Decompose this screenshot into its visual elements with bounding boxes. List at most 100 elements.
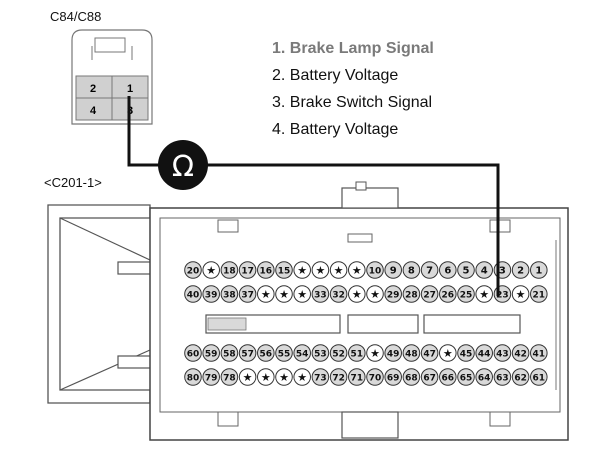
c201-pin-cavity — [493, 344, 512, 362]
c201-pin-label: ★ — [352, 288, 362, 301]
c201-pin-cavity — [511, 261, 530, 279]
c201-pin-label: 26 — [442, 291, 455, 301]
connector-c84-title: C84/C88 — [50, 9, 102, 24]
c201-pin-label: 49 — [387, 350, 400, 360]
c201-pin-label: 48 — [405, 350, 418, 360]
c201-pin-label: 66 — [442, 374, 455, 384]
c201-pin-label: 27 — [423, 291, 436, 301]
c201-pin-cavity — [439, 261, 457, 279]
c201-pin-cavity — [275, 261, 293, 279]
c201-pin-cavity — [348, 261, 366, 279]
c201-pin-cavity — [439, 368, 457, 386]
legend-item-4: 4. Battery Voltage — [272, 121, 399, 138]
c201-pin-label: 2 — [517, 266, 524, 277]
c201-pin-label: ★ — [370, 288, 380, 301]
c201-pin-label: 44 — [478, 350, 491, 360]
c201-pin-label: 20 — [187, 267, 200, 277]
c201-pin-cavity — [402, 368, 421, 386]
c201-pin-label: 43 — [496, 350, 509, 360]
c201-pin-label: 80 — [187, 374, 200, 384]
c201-pin-cavity — [475, 368, 494, 386]
c201-pin-label: ★ — [297, 288, 307, 301]
c201-pin-label: 61 — [533, 374, 546, 384]
c201-pin-label: 69 — [387, 374, 400, 384]
c201-pin-cavity — [202, 261, 220, 279]
c201-pin-label: ★ — [279, 371, 289, 384]
c201-pin-label: 37 — [241, 291, 254, 301]
c201-pin-cavity — [366, 344, 384, 362]
c201-pin-cavity — [184, 261, 202, 279]
c201-pin-cavity — [202, 368, 220, 386]
c201-pin-cavity — [293, 344, 312, 362]
c201-pin-label: 7 — [426, 266, 433, 277]
c201-pin-label: 33 — [314, 291, 327, 301]
c201-pin-label: 6 — [444, 266, 451, 277]
c201-pin-cavity — [384, 285, 403, 303]
c201-pin-label: 41 — [533, 350, 546, 360]
c201-pin-label: ★ — [279, 288, 289, 301]
c201-pin-label: 47 — [423, 350, 436, 360]
c201-pin-cavity — [530, 344, 548, 362]
c201-pin-cavity — [420, 261, 439, 279]
c201-pin-cavity — [439, 285, 457, 303]
c84-pin-1: 1 — [127, 83, 133, 95]
ohm-meter-icon — [158, 140, 208, 190]
c201-pin-cavity — [420, 368, 439, 386]
c201-pin-label: ★ — [297, 264, 307, 277]
c201-pin-cavity — [420, 285, 439, 303]
legend-item-3: 3. Brake Switch Signal — [272, 94, 433, 111]
legend-item-1: 1. Brake Lamp Signal — [272, 40, 434, 57]
c201-pin-cavity — [184, 344, 202, 362]
c201-pin-cavity — [402, 285, 421, 303]
c201-pin-label: 70 — [369, 374, 382, 384]
c201-pin-label: 40 — [187, 291, 200, 301]
c201-pin-label: ★ — [261, 371, 271, 384]
c201-pin-cavity — [238, 285, 257, 303]
c201-pin-cavity — [402, 261, 421, 279]
c201-pin-label: 54 — [296, 350, 309, 360]
c201-pin-cavity — [329, 344, 348, 362]
connector-c84: 2 1 4 3 — [71, 29, 153, 125]
c201-pin-label: 78 — [223, 374, 236, 384]
c201-pin-label: 52 — [332, 350, 345, 360]
c84-pin-2: 2 — [90, 83, 96, 95]
c201-pin-cavity — [384, 261, 403, 279]
c201-pin-cavity — [530, 261, 548, 279]
c201-pin-label: ★ — [334, 264, 344, 277]
c201-pin-label: 15 — [278, 267, 291, 277]
c201-pin-label: ★ — [315, 264, 325, 277]
c201-pin-cavity — [184, 285, 202, 303]
c201-pin-cavity — [257, 368, 275, 386]
c201-pin-label: 38 — [223, 291, 236, 301]
c201-pin-cavity — [238, 368, 257, 386]
c201-pin-label: ★ — [352, 264, 362, 277]
c201-pin-label: ★ — [479, 288, 489, 301]
c201-pin-cavity — [257, 285, 275, 303]
c201-pin-cavity — [366, 368, 384, 386]
c201-pin-cavity — [402, 344, 421, 362]
c201-pin-label: 39 — [205, 291, 218, 301]
c201-pin-cavity — [275, 368, 293, 386]
c201-pin-label: 59 — [205, 350, 218, 360]
c201-pin-label: 10 — [369, 267, 382, 277]
c201-pin-cavity — [220, 344, 239, 362]
c201-pin-label: 68 — [405, 374, 418, 384]
test-wire — [127, 96, 500, 296]
c201-pin-cavity — [257, 344, 275, 362]
c201-pin-label: 58 — [223, 350, 236, 360]
ohm-meter: Ω — [158, 140, 208, 190]
connector-c201-title: <C201-1> — [44, 175, 102, 190]
c201-pin-cavity — [384, 344, 403, 362]
c201-pin-label: 72 — [332, 374, 345, 384]
c201-pin-label: ★ — [516, 288, 526, 301]
c201-pin-label: 1 — [535, 266, 542, 277]
c201-pin-cavity — [293, 285, 312, 303]
c201-pin-cavity — [420, 344, 439, 362]
c201-pin-cavity — [311, 368, 330, 386]
c201-pin-label: 29 — [387, 291, 400, 301]
c201-pin-cavity — [293, 368, 312, 386]
c201-pin-label: 21 — [533, 291, 546, 301]
c201-pin-cavity — [348, 285, 366, 303]
c201-pin-label: 17 — [241, 267, 254, 277]
